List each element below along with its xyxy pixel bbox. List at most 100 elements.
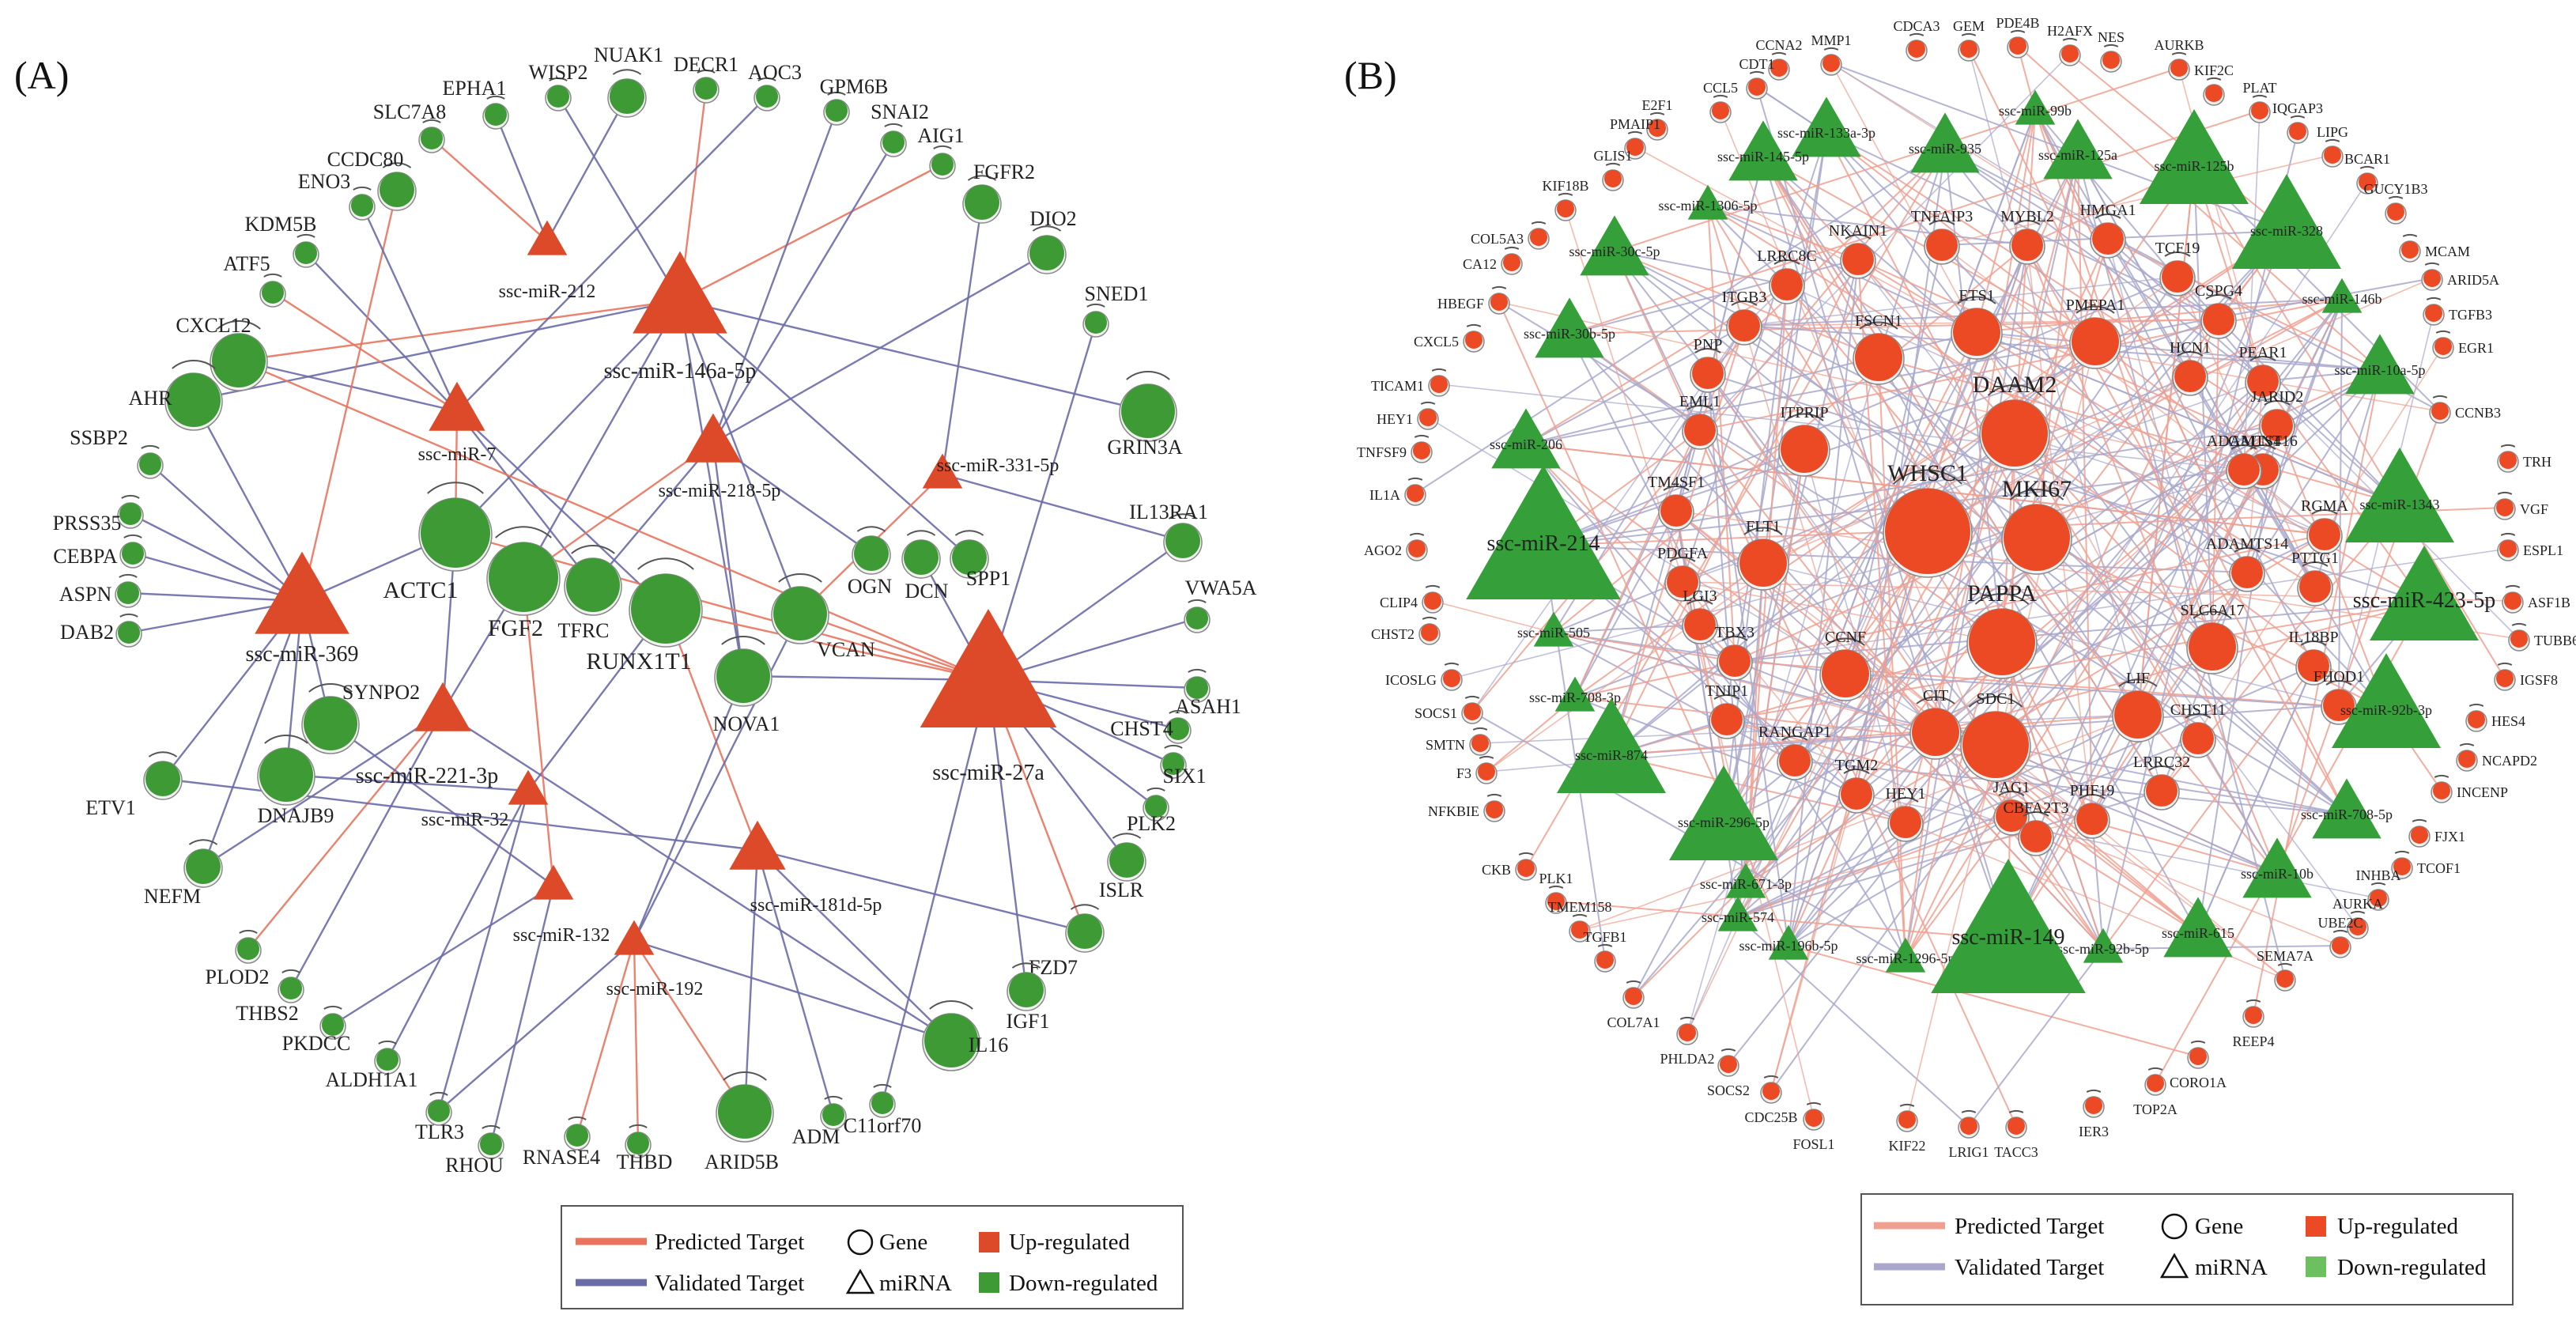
gene-label-arid5b: ARID5B <box>704 1151 779 1173</box>
gene-label-cxcl12: CXCL12 <box>176 314 251 337</box>
edge-ssc-mir-1296-5p-jag1 <box>1905 815 2012 959</box>
edge-ssc-mir-1343-nkain1 <box>1857 259 2400 505</box>
gene-node-kif2c <box>2203 77 2225 106</box>
gene-label-nkain1: NKAIN1 <box>1829 222 1887 240</box>
edge-ssc-mir-935-pappa <box>1944 148 2003 643</box>
edge-ssc-mir-92b-5p-lrig1 <box>1968 948 2104 1127</box>
gene-label-fjx1: FJX1 <box>2434 829 2465 844</box>
edge-ssc-mir-92b-3p-ccnf <box>1845 673 2387 711</box>
edge-ssc-mir-10b-chst11 <box>2197 738 2278 875</box>
gene-label-tnfaip3: TNFAIP3 <box>1911 208 1974 225</box>
gene-label-il13ra1: IL13RA1 <box>1129 501 1208 523</box>
gene-label-fgf2: FGF2 <box>488 615 543 641</box>
edge-m7-AOC3 <box>456 96 768 412</box>
gene-node-nkain1 <box>1840 233 1876 279</box>
edge-ssc-mir-296-5p-ets1 <box>1723 331 1977 823</box>
edge-ssc-mir-1296-5p-tgm2 <box>1856 793 1906 959</box>
edge-m27a-IL13RA1 <box>988 540 1184 681</box>
mirna-label-ssc-mir-218-5p: ssc-miR-218-5p <box>659 481 781 501</box>
edge-phf19-tmem158 <box>1579 818 2093 931</box>
edge-m32-ALDH1A1 <box>386 790 530 1060</box>
gene-label-thbd: THBD <box>617 1151 673 1173</box>
edge-ssc-mir-708-3p-flt1 <box>1574 562 1764 698</box>
gene-node-socs1 <box>1461 695 1483 724</box>
gene-label-tfrc: TFRC <box>557 619 609 642</box>
gene-node-ticam1 <box>1428 368 1450 397</box>
gene-node-slc6a17 <box>2186 610 2238 674</box>
edge-ssc-mir-1306-5p-mybl2 <box>1707 205 2028 246</box>
gene-label-fhod1: FHOD1 <box>2313 668 2364 686</box>
edge-m32-DNAJB9 <box>285 773 529 792</box>
mirna-label-ssc-mir-92b-5p: ssc-miR-92b-5p <box>2057 941 2149 957</box>
gene-label-dio2: DIO2 <box>1029 207 1076 230</box>
gene-node-pdgfa <box>1664 556 1701 602</box>
gene-label-vwa5a: VWA5A <box>1185 576 1257 599</box>
edge-ssc-mir-1296-5p-mybl2 <box>1905 244 2028 959</box>
edge-ssc-mir-615-jarid2 <box>2197 425 2278 934</box>
edge-m7-ATF5 <box>272 291 458 413</box>
edge-galnt16-icoslg <box>1451 469 2264 679</box>
legend-up-label: Up-regulated <box>2337 1214 2458 1239</box>
mirna-label-ssc-mir-192: ssc-miR-192 <box>606 979 704 999</box>
edge-m27a-CXCL12 <box>238 359 989 682</box>
gene-label-etv1: ETV1 <box>85 796 136 819</box>
edge-ssc-mir-30c-5p-flt1 <box>1614 251 1764 564</box>
gene-label-rgma: RGMA <box>2301 497 2349 515</box>
gene-label-smtn: SMTN <box>1426 737 1465 753</box>
gene-node-cxcl5 <box>1463 323 1485 353</box>
edge-m7-TFRC <box>456 410 594 586</box>
gene-label-f3: F3 <box>1456 765 1471 781</box>
edge-fscn1-phlda2 <box>1686 357 1879 1033</box>
gene-node-asf1b <box>2502 584 2524 614</box>
gene-node-kif18b <box>1554 192 1577 221</box>
gene-label-thbs2: THBS2 <box>236 1002 298 1025</box>
gene-label-pnp: PNP <box>1694 336 1723 353</box>
edge-ssc-mir-708-3p-tm4sf1 <box>1574 510 1677 698</box>
mirna-node-ssc-mir-30c-5p <box>1580 215 1649 276</box>
gene-label-plat: PLAT <box>2242 80 2276 96</box>
gene-node-hbegf <box>1488 285 1510 315</box>
mirna-node-ssc-mir-328 <box>2232 174 2341 269</box>
gene-label-gpm6b: GPM6B <box>820 75 889 98</box>
edge-ssc-mir-146b-lrrc32 <box>2161 298 2343 792</box>
mirna-node-ssc-mir-132 <box>533 864 574 900</box>
gene-label-icoslg: ICOSLG <box>1385 672 1437 688</box>
gene-node-il16 <box>922 1000 980 1071</box>
gene-label-rnase4: RNASE4 <box>523 1146 600 1169</box>
mirna-node-ssc-mir-708-3p <box>1554 676 1596 712</box>
edge-ssc-mir-30b-5p-cit <box>1569 333 1936 733</box>
gene-node-ccnb3 <box>2429 395 2451 424</box>
edge-tbx3-espl1 <box>1734 548 2509 662</box>
gene-node-inhba <box>2367 882 2389 911</box>
edge-m218-DIO2 <box>712 251 1048 444</box>
mirna-label-ssc-mir-10b: ssc-miR-10b <box>2241 866 2313 882</box>
edge-m221-NEFM <box>202 710 444 868</box>
gene-node-vgf <box>2494 491 2516 520</box>
mirna-label-ssc-mir-146b: ssc-miR-146b <box>2302 291 2382 307</box>
gene-node-lgi3 <box>1682 599 1718 644</box>
gene-node-itgb3 <box>1726 300 1762 346</box>
gene-label-ckb: CKB <box>1482 862 1511 878</box>
gene-node-rhou <box>478 1124 504 1159</box>
gene-node-cit <box>1909 696 1962 760</box>
gene-node-tfrc <box>564 545 622 616</box>
gene-label-arid5a: ARID5A <box>2447 272 2499 288</box>
gene-node-itprip <box>1778 413 1830 477</box>
edge-ssc-mir-30b-5p-tbx3 <box>1569 333 1736 662</box>
edge-m7-ENO3 <box>361 205 459 412</box>
gene-node-aldh1a1 <box>374 1040 401 1075</box>
gene-node-hey1b <box>1887 796 1924 842</box>
mirna-node-ssc-mir-133a-3p <box>1792 96 1861 157</box>
edge-ssc-mir-30c-5p-fscn1 <box>1614 251 1879 358</box>
gene-node-dnajb9 <box>257 735 315 806</box>
edge-m218-TFRC <box>592 442 714 586</box>
edge-ssc-mir-145-5p-tm4sf1 <box>1675 156 1764 512</box>
edge-m181d-ADM <box>756 849 835 1116</box>
mirna-label-ssc-mir-369: ssc-miR-369 <box>245 642 358 667</box>
edge-m331-FGFR2 <box>941 202 984 475</box>
gene-label-kdm5b: KDM5B <box>244 213 316 236</box>
edge-ssc-mir-196b-5p-mybl2 <box>1788 244 2028 946</box>
gene-node-tcof1 <box>2391 850 2413 879</box>
gene-node-whsc1 <box>1883 469 1973 578</box>
